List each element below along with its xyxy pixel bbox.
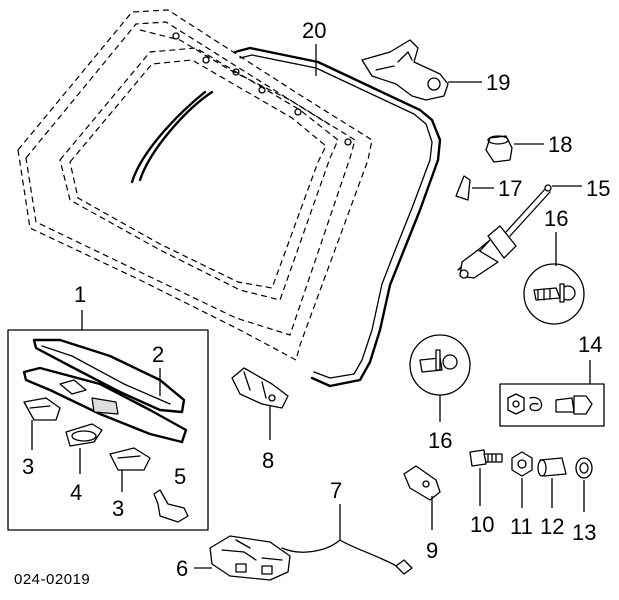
callout-17: 17 (498, 176, 522, 201)
wedge-pad (455, 175, 471, 201)
callout-4: 4 (70, 480, 82, 505)
callout-16-lower: 16 (428, 428, 452, 453)
gas-strut (457, 184, 552, 279)
nut-part (511, 451, 533, 477)
callout-2: 2 (152, 342, 164, 367)
callout-18: 18 (548, 132, 572, 157)
spacer-part (537, 457, 567, 477)
hinge-part (361, 39, 449, 101)
ball-stud-lower (409, 334, 471, 396)
callout-9: 9 (426, 538, 438, 563)
callout-11: 11 (510, 514, 533, 539)
callout-3-right: 3 (112, 496, 124, 521)
callout-12: 12 (540, 514, 564, 539)
latch-bracket (231, 367, 289, 409)
callout-19: 19 (486, 70, 510, 95)
small-bracket (403, 465, 441, 501)
callout-10: 10 (470, 512, 494, 537)
callout-13: 13 (572, 520, 596, 545)
garnish-kit-box (7, 329, 209, 531)
callout-1: 1 (74, 282, 86, 307)
diagram-code: 024-02019 (14, 571, 90, 588)
callout-20: 20 (302, 18, 326, 43)
lock-actuator (209, 535, 291, 581)
callout-8: 8 (262, 448, 274, 473)
callout-7: 7 (330, 478, 342, 503)
liftgate-assembly (17, 9, 442, 388)
ball-stud-upper (523, 263, 585, 325)
callout-6: 6 (176, 556, 188, 581)
callout-15: 15 (586, 176, 610, 201)
callout-3-left: 3 (22, 454, 34, 479)
fastener-kit-box (499, 383, 605, 427)
callout-16-upper: 16 (544, 206, 568, 231)
bolt-part (469, 449, 503, 467)
callout-14: 14 (578, 332, 602, 357)
callout-5: 5 (174, 464, 186, 489)
bumper-stop (485, 135, 513, 163)
washer-part (575, 457, 593, 479)
